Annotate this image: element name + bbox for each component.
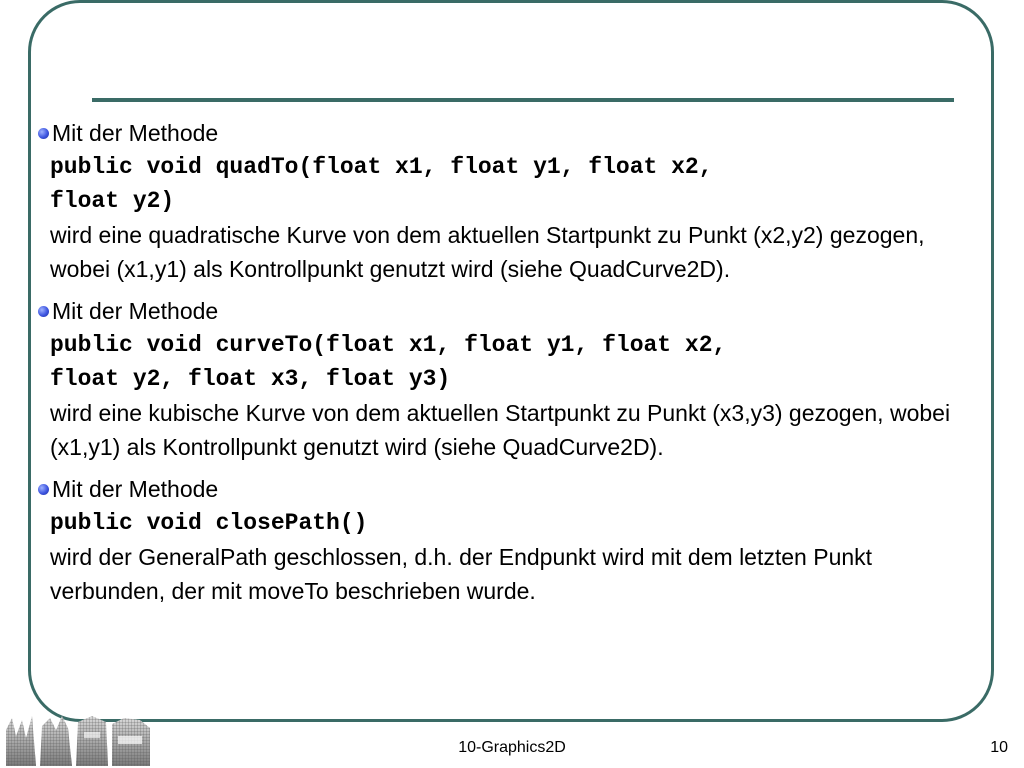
bullet-description: wird eine quadratische Kurve von dem akt… [50, 222, 925, 282]
logo-image [6, 716, 150, 766]
slide-frame [28, 0, 994, 722]
bullet-description: wird der GeneralPath geschlossen, d.h. d… [50, 544, 873, 604]
code-signature: public void closePath() [50, 510, 368, 536]
code-signature: public void quadTo(float x1, float y1, f… [50, 154, 713, 214]
bullet-intro: Mit der Methode [52, 120, 219, 146]
bullet-description: wird eine kubische Kurve von dem aktuell… [50, 400, 951, 460]
bullet-item: Mit der Methode public void curveTo(floa… [38, 294, 988, 464]
bullet-dot-icon [38, 306, 49, 317]
bullet-intro: Mit der Methode [52, 298, 219, 324]
bullet-dot-icon [38, 484, 49, 495]
code-signature: public void curveTo(float x1, float y1, … [50, 332, 727, 392]
slide-content: Mit der Methode public void quadTo(float… [38, 116, 988, 616]
bullet-dot-icon [38, 128, 49, 139]
bullet-item: Mit der Methode public void quadTo(float… [38, 116, 988, 286]
page-number: 10 [990, 739, 1008, 756]
title-divider [92, 98, 954, 102]
footer-title: 10-Graphics2D [458, 739, 566, 756]
bullet-intro: Mit der Methode [52, 476, 219, 502]
bullet-item: Mit der Methode public void closePath() … [38, 472, 988, 608]
